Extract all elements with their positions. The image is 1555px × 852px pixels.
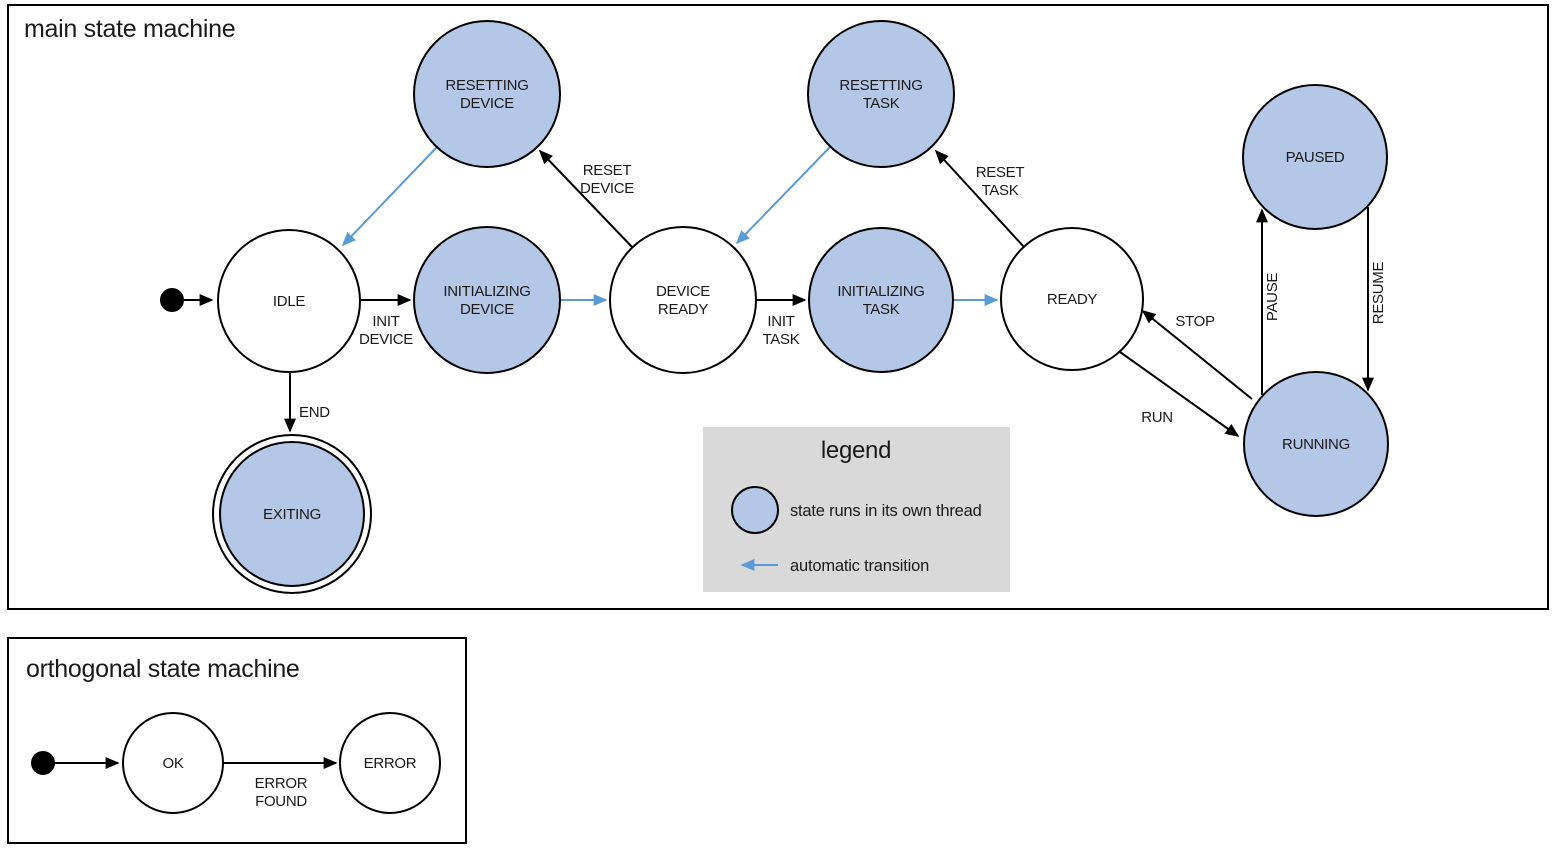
state-idle: IDLE (217, 229, 361, 373)
transition-init-task-label: INIT TASK (763, 313, 800, 348)
transition-auto-resetting-device-to-idle (341, 146, 438, 247)
state-resetting-device: RESETTING DEVICE (413, 20, 561, 168)
svg-text:ERROR: ERROR (255, 775, 308, 792)
state-ready-label: READY (1047, 291, 1097, 308)
svg-text:INITIALIZING: INITIALIZING (837, 283, 924, 300)
state-running-label: RUNNING (1282, 436, 1350, 453)
transition-auto-resetting-task-to-device-ready (735, 146, 831, 245)
svg-text:DEVICE: DEVICE (460, 301, 514, 318)
state-device-ready: DEVICE READY (609, 226, 757, 374)
state-paused-label: PAUSED (1286, 149, 1345, 166)
transition-reset-device (538, 149, 634, 249)
orthogonal-state-machine-panel: orthogonal state machine ERROR FOUND OK … (7, 637, 467, 844)
transition-pause-label: PAUSE (1264, 273, 1281, 322)
state-ready: READY (1000, 227, 1144, 371)
svg-text:TASK: TASK (763, 331, 800, 348)
svg-text:INIT: INIT (372, 313, 399, 330)
transition-error-found-label: ERROR FOUND (255, 775, 308, 810)
svg-text:DEVICE: DEVICE (656, 283, 710, 300)
state-exiting-label: EXITING (263, 506, 321, 523)
legend-auto-transition-label: automatic transition (790, 557, 929, 575)
legend-title: legend (821, 437, 891, 464)
state-error: ERROR (339, 712, 441, 814)
transition-end-label: END (299, 404, 330, 421)
orthogonal-panel-title: orthogonal state machine (26, 655, 300, 683)
main-state-machine-panel: main state machine INIT DEVICE RESET DEV… (7, 4, 1549, 610)
svg-text:TASK: TASK (863, 95, 900, 112)
transition-reset-task (934, 149, 1025, 248)
svg-text:RESET: RESET (583, 162, 632, 179)
legend-thread-state-icon (731, 486, 779, 534)
svg-text:READY: READY (658, 301, 708, 318)
state-initializing-task: INITIALIZING TASK (808, 227, 954, 373)
transition-stop (1141, 309, 1253, 400)
svg-text:DEVICE: DEVICE (460, 95, 514, 112)
svg-text:TASK: TASK (863, 301, 900, 318)
state-running: RUNNING (1243, 371, 1389, 517)
svg-text:RESET: RESET (976, 164, 1025, 181)
legend: legend state runs in its own thread auto… (703, 427, 1010, 592)
transition-reset-task-label: RESET TASK (976, 164, 1025, 199)
state-ok-label: OK (162, 755, 183, 772)
svg-text:DEVICE: DEVICE (359, 331, 413, 348)
svg-text:RESETTING: RESETTING (445, 77, 528, 94)
main-panel-title: main state machine (24, 15, 235, 43)
state-idle-label: IDLE (273, 293, 305, 310)
svg-text:DEVICE: DEVICE (580, 180, 634, 197)
transition-run (1119, 351, 1240, 437)
svg-text:INIT: INIT (767, 313, 794, 330)
main-panel-border (7, 4, 1549, 610)
state-initializing-device: INITIALIZING DEVICE (413, 226, 561, 374)
legend-thread-state-label: state runs in its own thread (790, 502, 982, 520)
state-error-label: ERROR (364, 755, 417, 772)
svg-text:RESETTING: RESETTING (839, 77, 922, 94)
state-paused: PAUSED (1242, 84, 1388, 230)
state-exiting-final: EXITING (212, 434, 372, 594)
orthogonal-initial-state-dot (31, 751, 55, 775)
transition-reset-device-label: RESET DEVICE (580, 162, 635, 197)
svg-text:TASK: TASK (982, 182, 1019, 199)
svg-text:INITIALIZING: INITIALIZING (443, 283, 530, 300)
transition-run-label: RUN (1141, 409, 1173, 426)
svg-text:FOUND: FOUND (255, 793, 307, 810)
transition-resume-label: RESUME (1370, 262, 1387, 325)
transition-stop-label: STOP (1175, 313, 1215, 330)
state-ok: OK (122, 712, 224, 814)
transition-init-device-label: INIT DEVICE (359, 313, 414, 348)
orthogonal-panel-border (7, 637, 467, 844)
state-resetting-task: RESETTING TASK (807, 20, 955, 168)
initial-state-dot (160, 288, 184, 312)
